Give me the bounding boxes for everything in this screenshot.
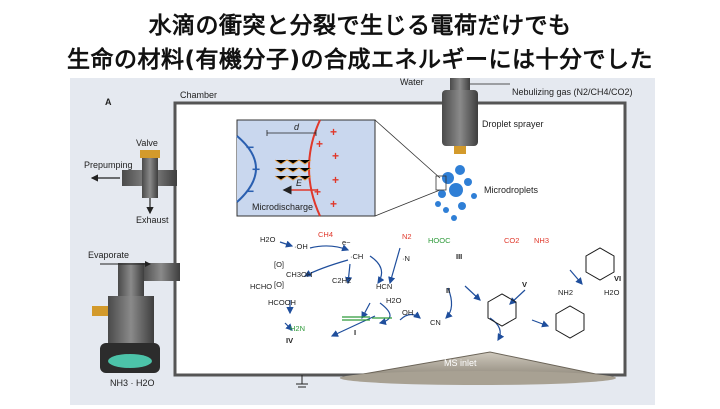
chem-h2o: H2O bbox=[260, 235, 276, 244]
svg-text:+: + bbox=[330, 197, 337, 211]
ground-symbol bbox=[296, 375, 308, 388]
chem-n2: N2 bbox=[402, 232, 412, 241]
chem-o-bracket-1: [O] bbox=[274, 260, 285, 269]
chem-label-i: I bbox=[354, 328, 357, 337]
inset-d-label: d bbox=[294, 122, 300, 132]
chem-hcn: HCN bbox=[376, 282, 393, 291]
chem-h2o-3: H2O bbox=[604, 288, 620, 297]
water-label: Water bbox=[400, 77, 424, 87]
chem-c2h2: C2H2 bbox=[332, 276, 352, 285]
reaction-arrows bbox=[279, 240, 583, 342]
microdroplets bbox=[435, 165, 477, 221]
panel-label: A bbox=[105, 97, 112, 107]
nh3-label: NH3 · H2O bbox=[110, 378, 155, 388]
svg-text:−: − bbox=[252, 161, 260, 177]
chem-ch-radical: ·CH bbox=[350, 252, 364, 261]
droplet-sprayer-label: Droplet sprayer bbox=[482, 119, 544, 129]
chem-label-iii: III bbox=[456, 252, 463, 261]
svg-text:+: + bbox=[316, 137, 323, 151]
chem-oh-radical: ·OH bbox=[294, 242, 308, 251]
microdroplets-label: Microdroplets bbox=[484, 185, 539, 195]
chem-o-bracket-2: [O] bbox=[274, 280, 285, 289]
chem-hcooh: HCOOH bbox=[268, 298, 296, 307]
chem-label-iv: IV bbox=[286, 336, 294, 345]
chem-oh-2: OH bbox=[402, 308, 414, 317]
chem-hcho: HCHO bbox=[250, 282, 273, 291]
valve-label: Valve bbox=[136, 138, 158, 148]
svg-text:+: + bbox=[330, 125, 337, 139]
evaporate-label: Evaporate bbox=[88, 250, 130, 260]
svg-text:+: + bbox=[314, 185, 321, 199]
headline-banner: 水滴の衝突と分裂で生じる電荷だけでも 生命の材料(有機分子)の合成エネルギーには… bbox=[0, 0, 720, 76]
microdischarge-label: Microdischarge bbox=[252, 202, 314, 212]
figure-panel: + + + + + + − − − bbox=[70, 77, 655, 405]
nitrile-bond bbox=[342, 316, 392, 321]
svg-text:+: + bbox=[332, 149, 339, 163]
chem-n-radical: ·N bbox=[402, 254, 410, 263]
svg-text:−: − bbox=[246, 183, 254, 199]
chem-label-v: V bbox=[522, 280, 528, 289]
figure-svg: + + + + + + − − − bbox=[90, 78, 627, 388]
chem-label-vi: VI bbox=[614, 274, 622, 283]
chem-label-ii: II bbox=[446, 286, 451, 295]
chem-cn: CN bbox=[430, 318, 441, 327]
chem-e-minus: e− bbox=[342, 238, 351, 247]
exhaust-label: Exhaust bbox=[136, 215, 169, 225]
chem-nh3: NH3 bbox=[534, 236, 550, 245]
ms-inlet-label: MS inlet bbox=[444, 358, 477, 368]
chem-ch4: CH4 bbox=[318, 230, 334, 239]
ring-structures bbox=[487, 247, 615, 339]
headline-line1: 水滴の衝突と分裂で生じる電荷だけでも bbox=[148, 13, 572, 39]
chem-hooc: HOOC bbox=[428, 236, 451, 245]
chamber-label: Chamber bbox=[180, 90, 218, 100]
chem-h2o-2: H2O bbox=[386, 296, 402, 305]
prepumping-label: Prepumping bbox=[84, 160, 133, 170]
nebulizing-gas-label: Nebulizing gas (N2/CH4/CO2) bbox=[512, 87, 633, 97]
evaporation-flask bbox=[92, 261, 180, 373]
ms-inlet bbox=[339, 351, 616, 385]
headline-line2: 生命の材料(有機分子)の合成エネルギーには十分でした bbox=[66, 47, 654, 73]
microdischarge-inset: + + + + + + − − − bbox=[236, 119, 447, 217]
chem-ch3oh: CH3OH bbox=[286, 270, 313, 279]
svg-text:−: − bbox=[246, 139, 254, 155]
chem-h2n: H2N bbox=[290, 324, 306, 333]
chem-nh2: NH2 bbox=[558, 288, 574, 297]
valve-assembly bbox=[90, 150, 177, 215]
inset-e-label: E bbox=[296, 178, 303, 188]
droplet-sprayer bbox=[442, 78, 510, 154]
svg-text:+: + bbox=[332, 173, 339, 187]
chem-co2: CO2 bbox=[504, 236, 520, 245]
